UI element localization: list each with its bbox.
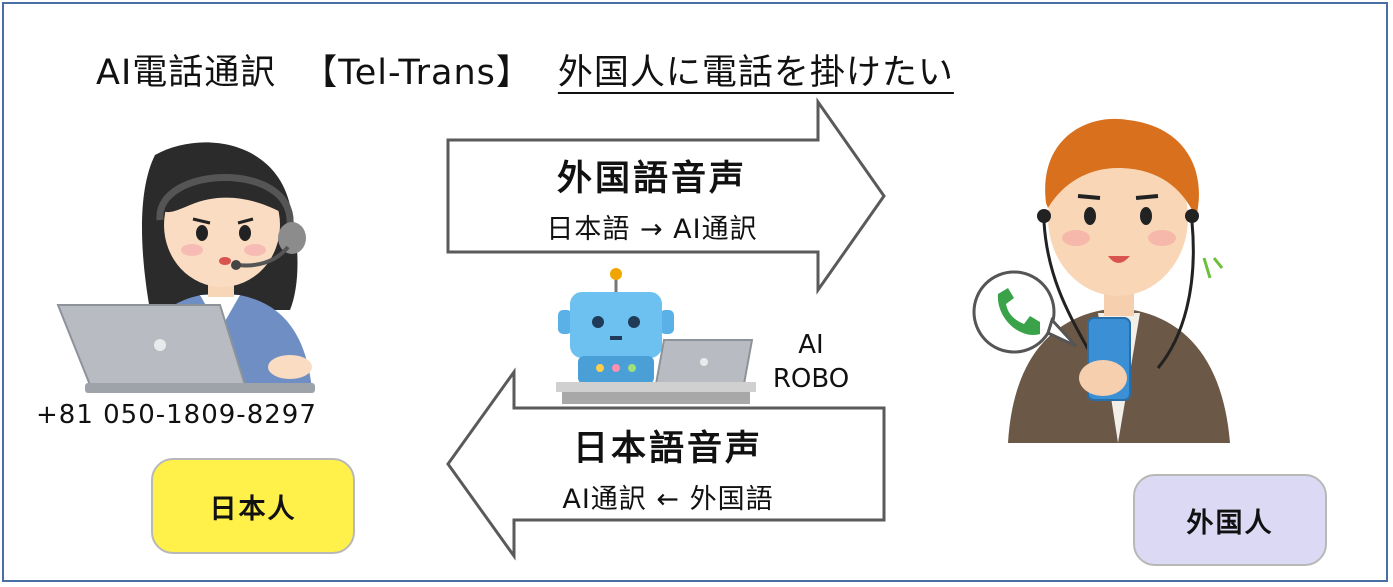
foreign-label: 外国人 bbox=[1186, 507, 1274, 539]
japanese-label-box: 日本人 bbox=[151, 458, 355, 554]
arrow-out-text: 外国語音声 日本語 → AI通訳 bbox=[462, 150, 842, 246]
ai-robo-label-line2: ROBO bbox=[772, 364, 850, 394]
arrow-in-heading: 日本語音声 bbox=[572, 429, 763, 469]
arrow-in-sub: AI通訳 ← 外国語 bbox=[562, 484, 774, 515]
title: AI電話通訳【Tel-Trans】外国人に電話を掛けたい bbox=[96, 44, 954, 94]
japanese-operator-illustration bbox=[56, 142, 315, 393]
foreign-label-box: 外国人 bbox=[1133, 474, 1327, 566]
ai-robo-label: AI ROBO bbox=[756, 328, 866, 396]
title-subtitle: 外国人に電話を掛けたい bbox=[557, 53, 954, 93]
arrow-out-sub: 日本語 → AI通訳 bbox=[546, 214, 758, 245]
title-prefix: AI電話通訳 bbox=[96, 53, 277, 93]
ai-robot-illustration bbox=[556, 268, 756, 404]
japanese-label: 日本人 bbox=[209, 493, 297, 525]
title-brand: 【Tel-Trans】 bbox=[302, 53, 532, 93]
ai-robo-label-line1: AI bbox=[798, 330, 824, 360]
arrow-right-outline bbox=[446, 97, 886, 295]
foreign-person-illustration bbox=[972, 118, 1230, 443]
japanese-phone-number: +81 050-1809-8297 bbox=[36, 400, 317, 430]
arrow-out-heading: 外国語音声 bbox=[556, 159, 747, 199]
arrow-left-outline bbox=[446, 367, 886, 561]
arrow-in-text: 日本語音声 AI通訳 ← 外国語 bbox=[478, 420, 858, 516]
